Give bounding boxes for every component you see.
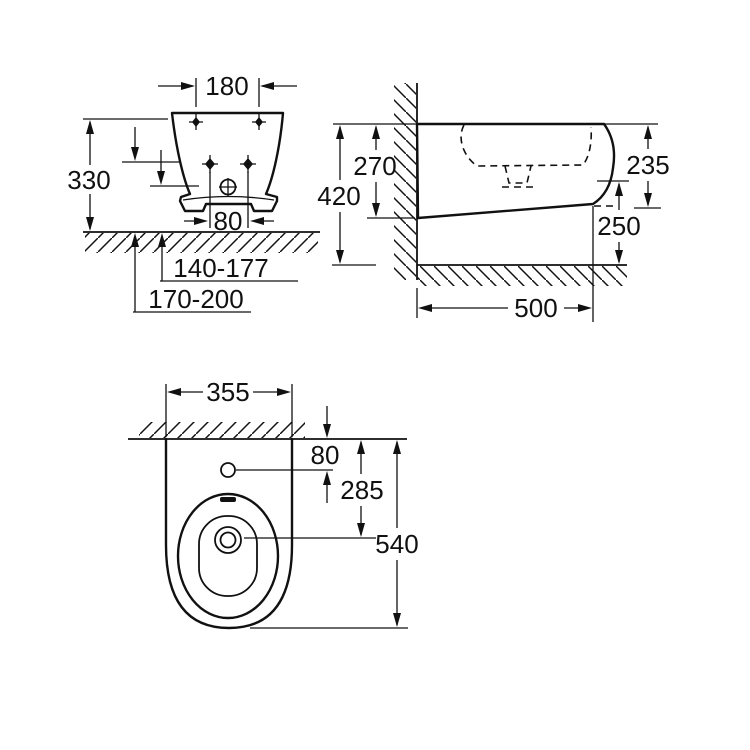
tap-hole — [220, 462, 236, 478]
bowl-hidden-lines — [460, 124, 614, 207]
dim-label-500: 500 — [514, 293, 557, 323]
bowl-outer-rim — [176, 492, 280, 620]
wall-hatch-top-view — [139, 422, 305, 438]
dim-355: 355 — [165, 377, 293, 437]
dim-label-330: 330 — [67, 165, 110, 195]
side-view: 270 420 235 250 500 — [317, 83, 670, 323]
bidet-rear-outline — [170, 111, 285, 213]
dim-label-80-top: 80 — [311, 440, 340, 470]
dim-label-235: 235 — [626, 150, 669, 180]
dim-285: 285 — [244, 440, 384, 539]
top-view: 355 80 285 540 — [128, 377, 419, 630]
overflow-slot — [220, 497, 236, 502]
dim-235: 235 — [626, 125, 670, 209]
drain-inner — [219, 531, 237, 549]
dim-270: 270 — [353, 125, 415, 219]
dim-label-250: 250 — [597, 211, 640, 241]
floor-hatch — [417, 266, 627, 286]
dim-330: 330 — [67, 118, 168, 231]
bidet-side-outline — [415, 122, 616, 220]
rear-view: 180 330 80 140 — [67, 71, 320, 314]
mounting-hole-mid-right — [240, 155, 256, 173]
dim-label-170-200: 170-200 — [148, 284, 243, 314]
dim-500: 500 — [416, 206, 594, 323]
dim-label-180: 180 — [205, 71, 248, 101]
mounting-hole-mid-left — [202, 155, 218, 173]
mounting-hole-top-right — [252, 114, 266, 130]
dim-label-80-rear: 80 — [214, 206, 243, 236]
bracket-ledge-line — [182, 195, 275, 201]
reference-arrow-lower — [150, 150, 199, 187]
dim-140-177: 140-177 — [158, 233, 298, 283]
dim-250: 250 — [597, 180, 641, 264]
dim-label-420: 420 — [317, 181, 360, 211]
dim-180: 180 — [158, 71, 297, 107]
reference-arrow-upper — [122, 127, 180, 163]
dim-label-285: 285 — [340, 475, 383, 505]
ground-hatch — [85, 233, 318, 253]
dim-420: 420 — [317, 125, 376, 266]
bidet-top-outline — [164, 437, 294, 630]
dim-540: 540 — [250, 440, 419, 629]
dim-label-270: 270 — [353, 151, 396, 181]
bowl-inner-rim — [198, 515, 258, 597]
dim-label-140-177: 140-177 — [173, 253, 268, 283]
mounting-hole-top-left — [189, 114, 203, 130]
dim-170-200: 170-200 — [131, 233, 251, 314]
dim-label-540: 540 — [375, 529, 418, 559]
wall-hatch — [394, 83, 416, 280]
dim-label-355: 355 — [206, 377, 249, 407]
dim-80-top: 80 — [311, 406, 340, 503]
dim-80-rear: 80 — [184, 172, 274, 236]
drain-hole — [219, 178, 237, 196]
drain-outer — [214, 526, 242, 554]
